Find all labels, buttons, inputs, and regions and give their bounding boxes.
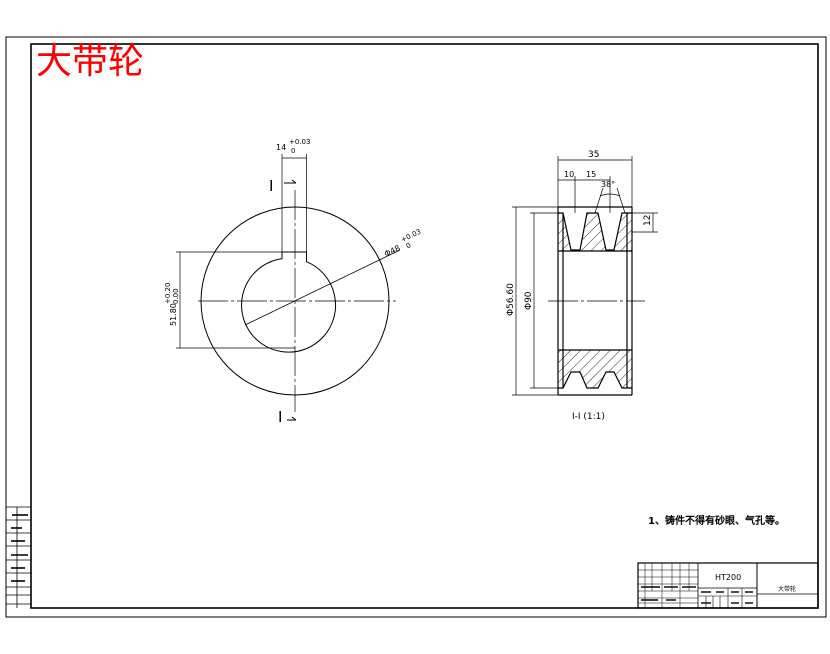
lower-rim-hatch bbox=[558, 350, 632, 388]
key-depth-tol-upper: +0.20 bbox=[164, 283, 172, 304]
groove-depth-dim: 12 bbox=[643, 215, 653, 226]
section-label: I-I (1:1) bbox=[572, 412, 605, 422]
bore-diameter-dim: Φ48 bbox=[383, 243, 402, 258]
upper-rim-hatch bbox=[558, 213, 632, 251]
groove-angle-dim: 38° bbox=[601, 180, 615, 189]
material-label: HT200 bbox=[715, 573, 741, 582]
key-depth-tol-lower: 0.00 bbox=[172, 288, 180, 304]
key-depth-dim: 51.80 bbox=[169, 303, 178, 326]
groove-offset-dim: 10 bbox=[564, 170, 574, 179]
left-side-table bbox=[6, 506, 31, 608]
title-block bbox=[637, 562, 819, 609]
bore-diameter-leader bbox=[244, 249, 401, 326]
bore-tol-upper: +0.03 bbox=[400, 228, 423, 245]
bore-with-keyway bbox=[241, 251, 337, 353]
groove-pitch-dim: 15 bbox=[586, 170, 596, 179]
inner-border bbox=[30, 43, 819, 609]
section-mark-top: I bbox=[269, 178, 273, 195]
section-view: 35 10 15 38° 12 Φ56.60 Φ90 I-I (1:1) bbox=[506, 150, 658, 422]
outer-diameter-dim: Φ56.60 bbox=[506, 283, 516, 316]
keyway-width-tol-lower: 0 bbox=[291, 147, 295, 155]
width-total-dim: 35 bbox=[588, 150, 599, 160]
keyway-width-dim: 14 bbox=[276, 143, 286, 152]
keyway-width-tol-upper: +0.03 bbox=[289, 138, 310, 146]
technical-note: 1、铸件不得有砂眼、气孔等。 bbox=[648, 514, 785, 527]
drawing-title: 大带轮 bbox=[36, 41, 144, 82]
hub-diameter-dim: Φ90 bbox=[524, 291, 534, 310]
front-view: 14 +0.03 0 Φ48 +0.03 0 51.80 +0.20 0.00 … bbox=[164, 138, 423, 426]
outer-border bbox=[5, 36, 827, 618]
bore-tol-lower: 0 bbox=[405, 241, 413, 250]
part-name-label: 大带轮 bbox=[778, 585, 796, 593]
section-mark-bottom: I bbox=[278, 409, 282, 426]
